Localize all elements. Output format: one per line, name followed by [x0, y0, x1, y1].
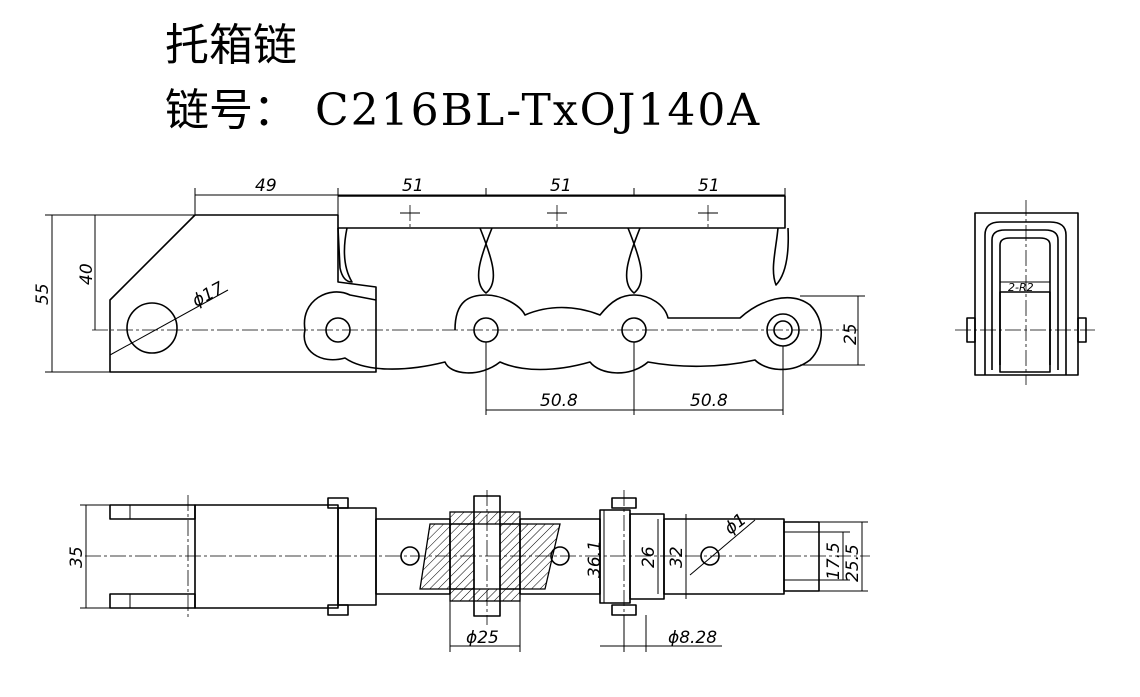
plate-hatch-right	[519, 523, 561, 590]
dim-51-c: 51	[698, 176, 720, 196]
title-code: C216BL-TxOJ140A	[315, 85, 761, 136]
roller-hatch-left	[449, 523, 475, 590]
dim-51-a: 51	[402, 176, 424, 196]
bushing-hatch-bottom	[449, 588, 521, 602]
dim-50-8-b: 50.8	[690, 391, 728, 411]
title-code-prefix: 链号：	[165, 85, 297, 136]
dim-17-5: 17.5	[824, 542, 844, 580]
tooth-notch-3	[625, 227, 643, 294]
side-view: 49 51 51 51 55 40 ϕ17 25 50.8 50.8	[33, 176, 865, 415]
tooth-notch-4	[772, 227, 790, 286]
dim-roller-dia: ϕ25	[466, 628, 499, 648]
plate-hatch-left	[419, 523, 451, 590]
dim-32: 32	[667, 546, 687, 568]
dim-pin-dia: ϕ8.28	[668, 628, 717, 648]
dim-25-5: 25.5	[843, 544, 863, 582]
attachment-plate	[109, 214, 377, 373]
dim-26: 26	[639, 546, 659, 568]
dim-36-1: 36.1	[585, 540, 605, 578]
dim-hole-dia-1: ϕ1	[721, 510, 751, 539]
title-name: 托箱链	[165, 20, 297, 71]
dim-55: 55	[33, 283, 53, 305]
top-view: 35 36.1 26 32 ϕ1 17.5 25.5 ϕ25 ϕ8.28	[67, 490, 870, 652]
attachment-hole	[126, 302, 178, 354]
bushing-hatch-top	[449, 511, 521, 525]
dim-35: 35	[67, 546, 87, 568]
link-plate-top	[338, 195, 786, 229]
end-view: 2-R2	[955, 200, 1095, 385]
dim-50-8-a: 50.8	[540, 391, 578, 411]
dim-40: 40	[77, 263, 97, 285]
dim-51-b: 51	[550, 176, 572, 196]
tooth-notch-2	[477, 227, 495, 294]
dim-hole-dia: ϕ17	[189, 278, 228, 311]
roller-hatch-right	[499, 523, 521, 590]
dim-49: 49	[255, 176, 277, 196]
tooth-notch-1	[337, 227, 353, 283]
link-plate-lower	[303, 291, 822, 374]
dim-2-r2: 2-R2	[1008, 281, 1034, 294]
dim-25-right: 25	[841, 323, 861, 345]
